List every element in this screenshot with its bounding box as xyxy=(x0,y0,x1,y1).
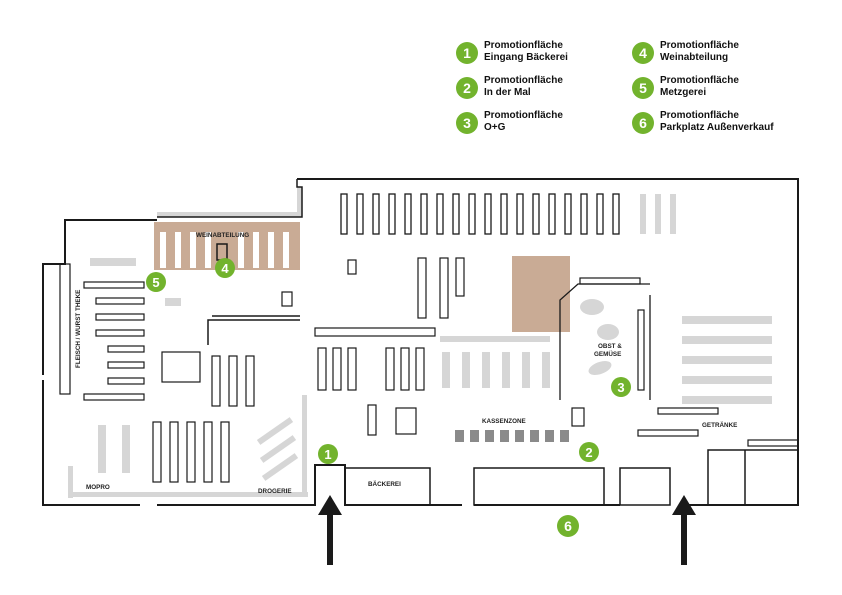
legend-title-2: Promotionfläche xyxy=(484,75,563,86)
legend-subtitle-1: Eingang Bäckerei xyxy=(484,52,568,63)
promo-marker-4: 4 xyxy=(215,258,235,278)
checkout-counters xyxy=(455,430,569,442)
legend-badge-6: 6 xyxy=(632,112,654,134)
label-produce-2: GEMÜSE xyxy=(594,349,621,358)
meat-counter-area xyxy=(512,256,570,332)
legend-subtitle-2: In der Mal xyxy=(484,87,531,98)
entrance-arrow-right xyxy=(672,495,696,565)
label-drugstore: DROGERIE xyxy=(258,488,292,495)
label-dairy: MOPRO xyxy=(86,484,110,491)
produce-displays xyxy=(580,299,619,375)
svg-text:1: 1 xyxy=(324,447,331,462)
wine-shelves xyxy=(160,232,289,268)
label-produce-1: OBST & xyxy=(598,343,622,350)
legend-title-1: Promotionfläche xyxy=(484,40,563,51)
legend-subtitle-5: Metzgerei xyxy=(660,87,707,98)
svg-text:3: 3 xyxy=(617,380,624,395)
label-checkout: KASSENZONE xyxy=(482,418,526,425)
legend-badge-4: 4 xyxy=(632,42,654,64)
promo-marker-1: 1 xyxy=(318,444,338,464)
legend-title-6: Promotionfläche xyxy=(660,110,739,121)
svg-text:6: 6 xyxy=(564,518,572,534)
legend-subtitle-3: O+G xyxy=(484,122,506,133)
promo-marker-5: 5 xyxy=(146,272,166,292)
legend-subtitle-4: Weinabteilung xyxy=(660,52,729,63)
svg-text:4: 4 xyxy=(221,261,229,276)
legend-badge-2: 2 xyxy=(456,77,478,99)
legend-badge-1: 1 xyxy=(456,42,478,64)
drinks-counters xyxy=(637,407,799,447)
legend-title-3: Promotionfläche xyxy=(484,110,563,121)
legend-badge-5: 5 xyxy=(632,77,654,99)
middle-shelves xyxy=(314,257,645,436)
produce-wall xyxy=(559,283,650,400)
promo-marker-6: 6 xyxy=(557,515,579,537)
entrance-structures xyxy=(344,449,798,506)
upper-shelves xyxy=(340,193,620,235)
left-shelves xyxy=(59,263,293,483)
label-drinks: GETRÄNKE xyxy=(702,421,737,429)
entrance-arrow-left xyxy=(318,495,342,565)
promo-marker-2: 2 xyxy=(579,442,599,462)
legend-title-5: Promotionfläche xyxy=(660,75,739,86)
left-counter xyxy=(207,315,300,345)
svg-text:2: 2 xyxy=(585,445,592,460)
entrance-arrows xyxy=(318,495,696,565)
promo-marker-3: 3 xyxy=(611,377,631,397)
legend-subtitle-6: Parkplatz Außenverkauf xyxy=(660,122,774,133)
svg-text:5: 5 xyxy=(152,275,159,290)
label-meat: FLEISCH / WURST THEKE xyxy=(75,290,82,368)
walkways xyxy=(68,187,308,498)
inner-wall-left xyxy=(157,179,303,218)
gray-shelves xyxy=(90,258,772,481)
upper-right-shelves-gray xyxy=(640,194,676,234)
label-wine: WEINABTEILUNG xyxy=(196,232,249,239)
legend-title-4: Promotionfläche xyxy=(660,40,739,51)
label-bakery: BÄCKEREI xyxy=(368,480,401,488)
legend-badge-3: 3 xyxy=(456,112,478,134)
